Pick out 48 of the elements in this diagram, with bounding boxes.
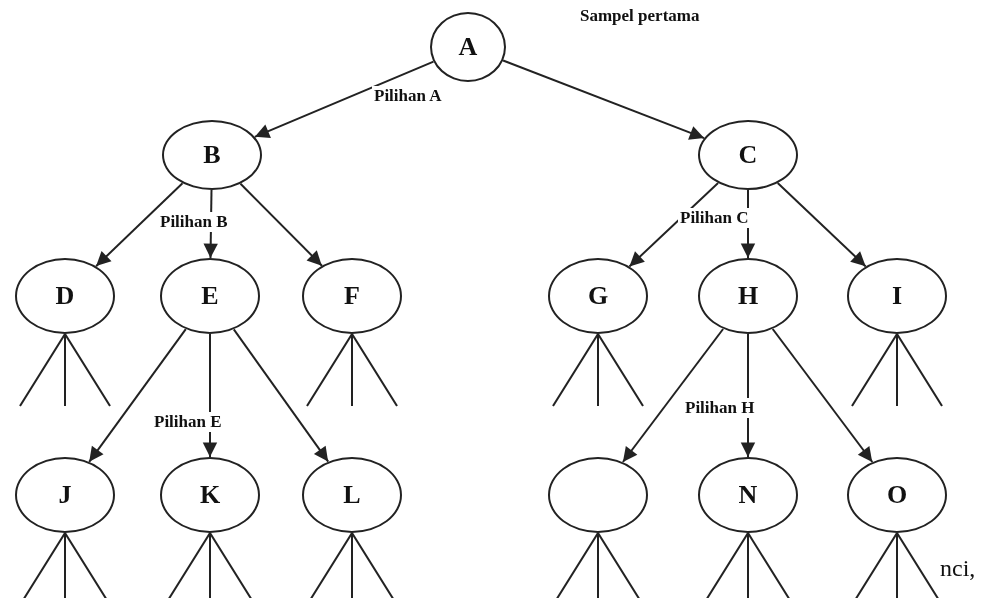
node-label: G <box>587 281 609 311</box>
line <box>351 333 398 407</box>
line <box>64 333 111 407</box>
line <box>209 532 211 598</box>
arrow <box>88 328 187 463</box>
node-label: I <box>891 281 903 311</box>
node-label: K <box>199 480 221 510</box>
line <box>552 333 599 407</box>
arrow <box>232 328 330 463</box>
node-label: B <box>203 140 221 170</box>
line <box>351 333 353 407</box>
line <box>19 333 66 407</box>
arrow <box>776 182 867 268</box>
line <box>896 532 898 598</box>
line <box>896 333 898 407</box>
node-label: F <box>344 281 360 311</box>
line <box>306 333 353 407</box>
line <box>597 532 599 598</box>
line <box>64 532 66 598</box>
arrow <box>740 333 756 458</box>
arrow <box>253 60 435 138</box>
node-label: J <box>58 480 72 510</box>
arrow <box>95 182 184 268</box>
branch-label: Pilihan C <box>678 208 751 228</box>
line <box>597 333 599 407</box>
node-label: D <box>55 281 75 311</box>
arrow <box>239 182 323 267</box>
line <box>851 333 898 407</box>
branch-label: Pilihan B <box>158 212 230 232</box>
line <box>896 333 943 407</box>
node-label: C <box>738 140 758 170</box>
line <box>597 333 644 407</box>
arrow <box>628 182 720 268</box>
line <box>747 532 749 598</box>
arrow <box>502 59 706 140</box>
branch-label: Pilihan H <box>683 398 757 418</box>
annotation-text: Sampel pertama <box>578 6 702 26</box>
node-label: O <box>886 480 908 510</box>
line <box>351 532 353 598</box>
line <box>64 333 66 407</box>
node-label: H <box>737 281 759 311</box>
arrow <box>771 328 874 463</box>
arrow <box>621 328 725 463</box>
node-label: N <box>738 480 758 510</box>
node-label: L <box>343 480 361 510</box>
branch-label: Pilihan E <box>152 412 224 432</box>
node-label: E <box>201 281 219 311</box>
node-label: A <box>458 32 478 62</box>
